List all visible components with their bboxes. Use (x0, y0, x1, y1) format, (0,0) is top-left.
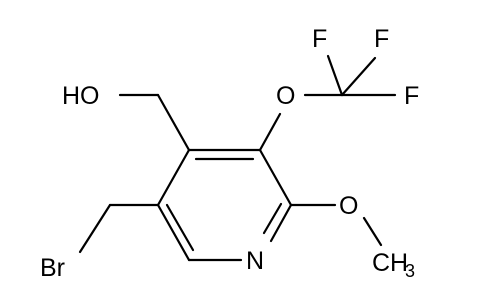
bond-cf3-f1 (326, 54, 344, 97)
methyl-subscript-label: 3 (405, 261, 415, 281)
ring-bond-c6-c5 (156, 203, 191, 262)
bond-o-ch3 (362, 216, 383, 247)
fluorine-label-3: F (404, 82, 419, 110)
bond-ch2-br (78, 203, 112, 254)
bond-c3-o (258, 112, 282, 152)
ether-oxygen-label: O (276, 82, 295, 110)
bromine-label: Br (40, 254, 65, 282)
hydroxyl-label: HO (62, 82, 100, 110)
ring-nitrogen-label: N (246, 247, 264, 275)
bond-c4-ch2 (156, 93, 191, 152)
methyl-carbon-label: CH (372, 249, 408, 277)
ring-bond-c5-c4 (156, 148, 191, 207)
ring-bond-c2-n-inner (262, 202, 283, 235)
methoxy-oxygen-label: O (339, 192, 358, 220)
ring-bond-c3-c2 (258, 148, 293, 207)
bond-cf3-f2 (340, 56, 377, 97)
fluorine-label-2: F (374, 25, 389, 53)
ring-bond-c6-c5-inner (165, 203, 195, 252)
ring-bond-c2-n (269, 203, 293, 243)
fluorine-label-1: F (312, 25, 327, 53)
